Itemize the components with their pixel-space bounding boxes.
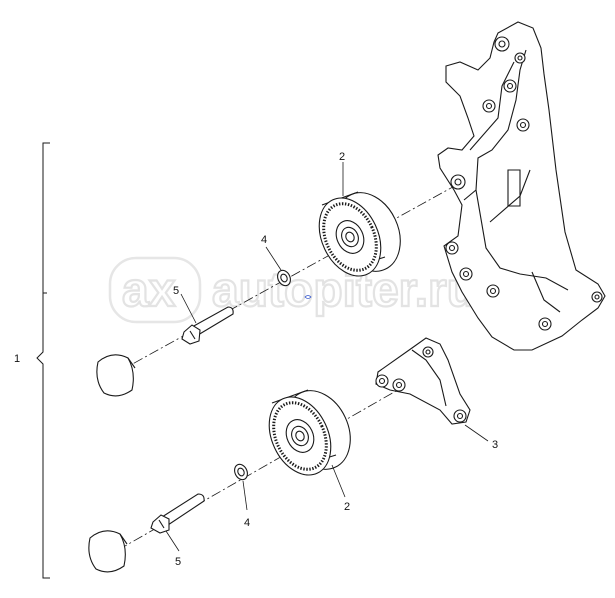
callout-2-upper: 2 — [339, 151, 345, 163]
cap-lower — [88, 530, 128, 573]
callout-2-lower: 2 — [344, 501, 350, 513]
watermark: ax autopiter.ru — [108, 256, 477, 324]
callout-5-lower: 5 — [175, 556, 181, 568]
tensioner-bracket — [375, 337, 471, 425]
washer-upper — [277, 269, 291, 287]
leader-washer-upper — [265, 246, 282, 271]
callout-1: 1 — [14, 353, 20, 365]
cap-upper — [96, 354, 136, 397]
leader-washer-lower — [242, 480, 248, 511]
washer-lower — [234, 463, 248, 481]
watermark-logo-frame — [108, 256, 202, 324]
pulley-upper — [318, 191, 401, 277]
leader-bolt-lower — [165, 530, 180, 552]
callout-5-upper: 5 — [173, 285, 179, 297]
callout-4-upper: 4 — [261, 234, 267, 246]
bolt-lower — [150, 493, 205, 534]
marker-icon — [304, 295, 312, 299]
bolt-upper — [181, 306, 234, 345]
assembly-brace — [36, 142, 50, 579]
callout-4-lower: 4 — [244, 517, 250, 529]
leader-pulley-lower — [331, 464, 346, 498]
pulley-lower — [268, 389, 351, 476]
watermark-logo: ax — [122, 264, 176, 317]
callout-3: 3 — [492, 439, 498, 451]
engine-bracket — [437, 21, 606, 351]
leader-bracket — [464, 424, 489, 442]
leader-bolt-upper — [180, 293, 197, 324]
